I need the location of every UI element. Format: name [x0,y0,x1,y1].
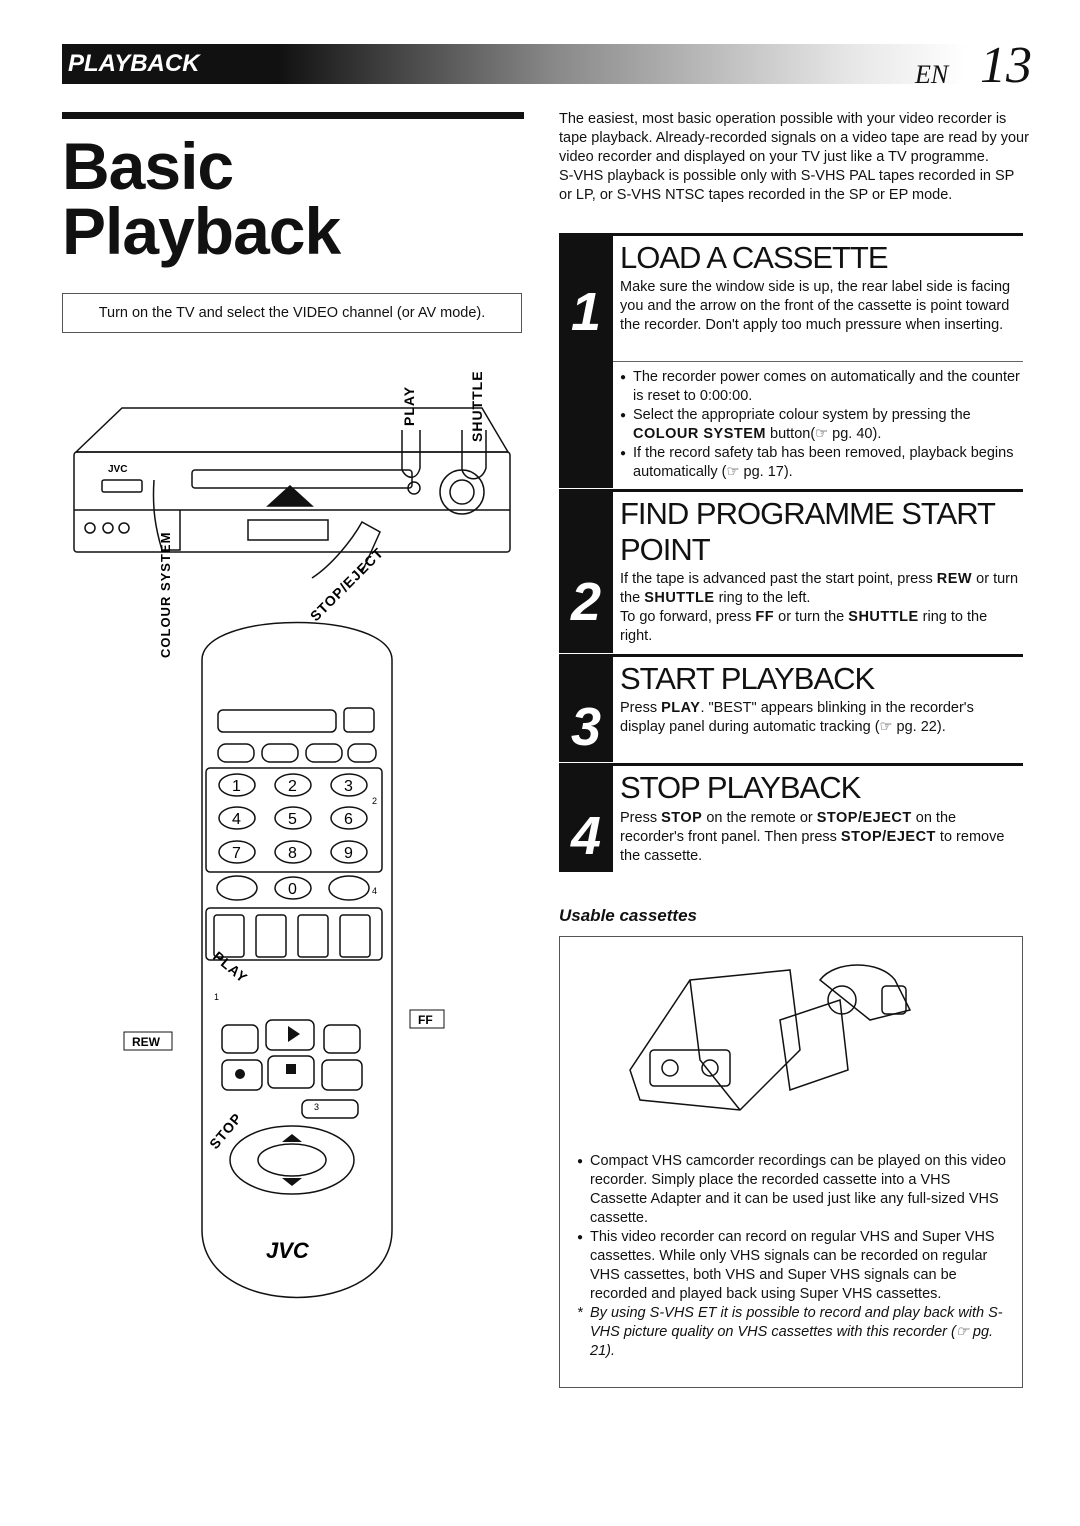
intro-paragraph: S-VHS playback is possible only with S-V… [559,168,1015,203]
key-6: 6 [344,811,353,828]
step-3-number: 3 [570,697,602,757]
step-4-bar: 4 [559,763,613,872]
step-2-bar: 2 [559,489,613,653]
label-play: PLAY [401,386,417,426]
step-4-heading: STOP PLAYBACK [620,770,861,805]
label-shuttle: SHUTTLE [469,370,485,442]
key-1: 1 [232,778,241,795]
step-1-bullets: The recorder power comes on automaticall… [620,368,1020,482]
title-rule [62,112,524,119]
vcr-remote-illustration: JVC PLAY SHUTTLE COLOUR SYSTEM STOP/EJEC… [73,370,511,1299]
step-1-number: 1 [570,282,602,342]
step-2-number: 2 [570,572,602,632]
cassette-adapter-illustration [629,964,912,1111]
language-code: EN [915,60,949,89]
page-title-line2: Playback [62,194,341,268]
step-4-number: 4 [570,806,602,866]
step-3-text: Press PLAY. "BEST" appears blinking in t… [620,700,974,735]
small-label-2: 2 [372,796,377,806]
shuttle-ring [439,469,485,515]
section-header-tab [62,44,222,84]
step-3-heading: START PLAYBACK [620,661,875,696]
page-title-line1: Basic [62,129,234,203]
label-rew: REW [132,1035,161,1049]
usable-footnote: *By using S-VHS ET it is possible to rec… [577,1305,1003,1359]
key-2: 2 [288,778,297,795]
label-stop-eject: STOP/EJECT [307,544,387,624]
label-remote-play: PLAY [210,948,251,986]
key-4: 4 [232,811,241,828]
vcr-front [73,451,511,553]
intro-text: The easiest, most basic operation possib… [559,110,1029,205]
usable-cassettes-text: Compact VHS camcorder recordings can be … [577,1152,1007,1361]
page-number: 13 [980,37,1032,94]
step-4-text: Press STOP on the remote or STOP/EJECT o… [620,810,1005,864]
step-1-bullet: Select the appropriate colour system by … [620,406,1020,444]
section-header-band [62,44,1045,84]
vcr-brand: JVC [108,464,127,475]
small-label-3: 3 [314,1102,319,1112]
step-1-text: Make sure the window side is up, the rea… [620,279,1011,333]
key-9: 9 [344,845,353,862]
step-2-heading-2: POINT [620,532,711,567]
step-3-bar: 3 [559,654,613,762]
intro-paragraph: The easiest, most basic operation possib… [559,111,1029,165]
key-7: 7 [232,845,241,862]
step-2-heading-1: FIND PROGRAMME START [620,496,996,531]
key-8: 8 [288,845,297,862]
step-1-bar: 1 [559,233,613,364]
key-3: 3 [344,778,353,795]
label-colour-system: COLOUR SYSTEM [158,532,173,658]
small-label-1: 1 [214,992,219,1002]
step-1-bullet: If the record safety tab has been remove… [620,444,1020,482]
usable-bullet: Compact VHS camcorder recordings can be … [577,1152,1007,1228]
vcr-body [74,407,510,453]
remote-brand: JVC [266,1238,310,1263]
usable-cassettes-box [559,936,1023,1388]
remote-jog-pad [229,1125,355,1195]
step-1-heading: LOAD A CASSETTE [620,240,889,275]
usable-cassettes-heading: Usable cassettes [559,906,697,925]
section-label: PLAYBACK [68,50,200,77]
key-0: 0 [288,881,297,898]
label-ff: FF [418,1013,433,1027]
step-2-text: If the tape is advanced past the start p… [620,571,1019,644]
step-1-bullet: The recorder power comes on automaticall… [620,368,1020,406]
usable-bullet: This video recorder can record on regula… [577,1228,1007,1304]
instruction-note: Turn on the TV and select the VIDEO chan… [62,293,522,333]
key-5: 5 [288,811,297,828]
remote-body [201,621,393,1299]
label-stop: STOP [206,1110,245,1152]
small-label-4: 4 [372,886,377,896]
